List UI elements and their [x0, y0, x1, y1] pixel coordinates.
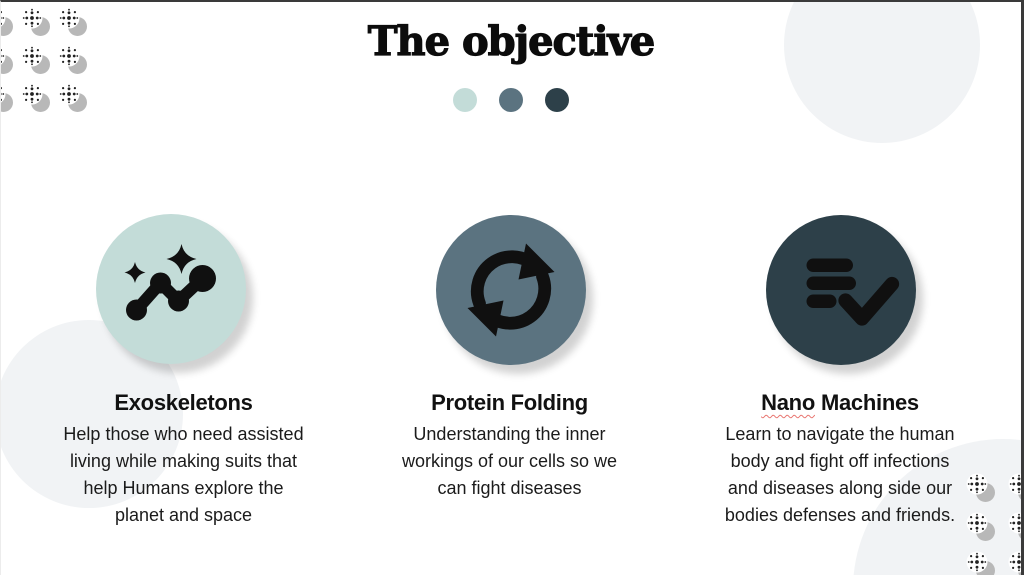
description-line: workings of our cells so we [401, 451, 618, 471]
misspelled-word: Nano [761, 390, 815, 415]
description-line: and diseases along side our [727, 478, 953, 498]
description-line: Help those who need assisted [63, 424, 304, 444]
feature-heading[interactable]: Protein Folding [431, 390, 588, 415]
sync-arrows-icon [467, 243, 555, 337]
sparkline-with-sparkles-icon [124, 244, 216, 321]
description-line: help Humans explore the [83, 478, 284, 498]
halftone-dot-icon [1008, 551, 1021, 575]
halftone-dot-icon [1008, 512, 1021, 541]
feature-description[interactable]: Learn to navigate the human body and fig… [687, 421, 993, 529]
checklist-check-icon [806, 258, 900, 326]
feature-description[interactable]: Understanding the inner workings of our … [357, 421, 662, 502]
feature-circle-exoskeletons[interactable] [96, 214, 246, 364]
halftone-dot-icon [1008, 473, 1021, 502]
description-line: Understanding the inner [413, 424, 606, 444]
accent-dot [499, 88, 523, 112]
halftone-dot-icon [966, 551, 995, 575]
accent-dot [453, 88, 477, 112]
description-line: body and fight off infections [730, 451, 950, 471]
description-line: planet and space [114, 505, 253, 525]
description-line: bodies defenses and friends. [724, 505, 956, 525]
feature-circle-nano-machines[interactable] [766, 215, 916, 365]
heading-rest: Machines [820, 390, 919, 415]
page-title[interactable]: The objective [367, 17, 656, 65]
description-line: living while making suits that [69, 451, 298, 471]
description-line: Learn to navigate the human [725, 424, 955, 444]
feature-circle-protein-folding[interactable] [436, 215, 586, 365]
feature-description[interactable]: Help those who need assisted living whil… [31, 421, 336, 529]
accent-dots [1, 88, 1021, 112]
accent-dot [545, 88, 569, 112]
description-line: can fight diseases [437, 478, 582, 498]
feature-heading[interactable]: Exoskeletons [114, 390, 253, 415]
